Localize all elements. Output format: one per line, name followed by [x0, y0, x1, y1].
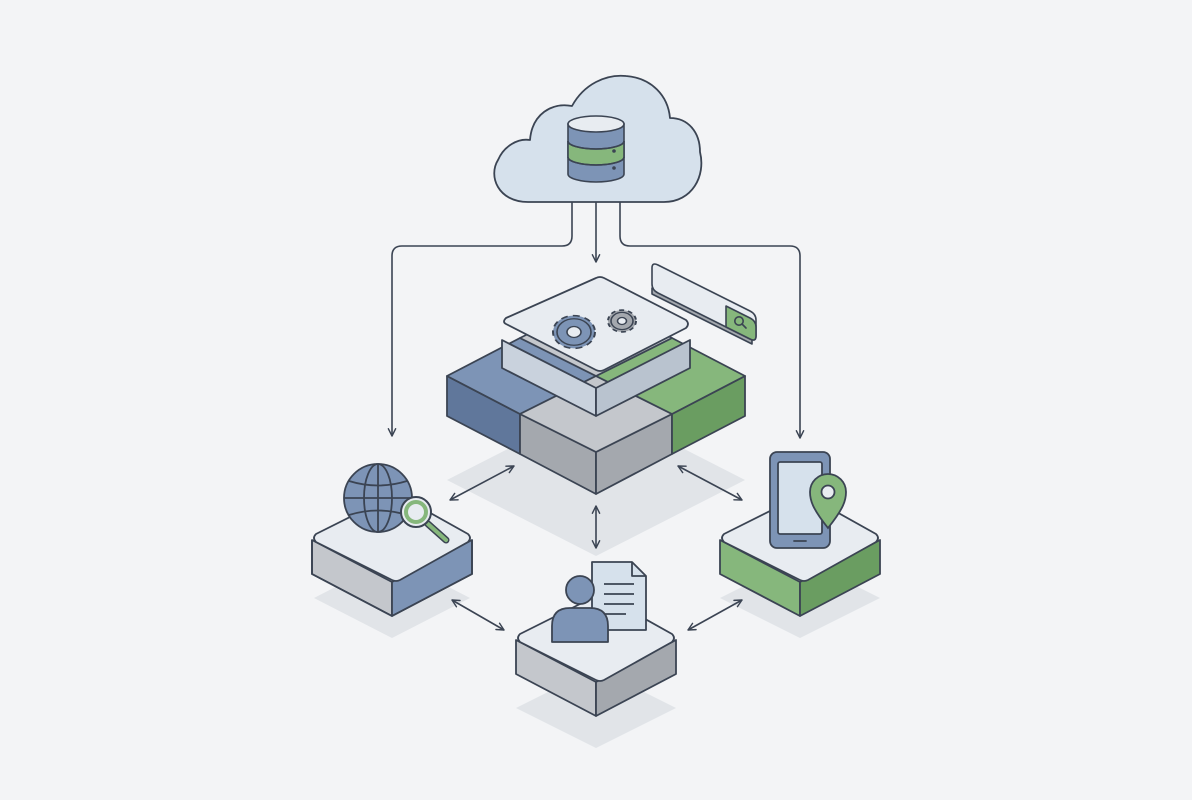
globe-search-icon — [343, 463, 450, 544]
cloud-node — [493, 74, 703, 203]
location-pin-icon — [809, 473, 847, 530]
panel-right-face — [595, 339, 691, 417]
gears-icon — [552, 309, 637, 350]
connectors — [387, 192, 805, 631]
search-icon — [733, 315, 747, 329]
edge-mobile-user-documents — [687, 599, 743, 631]
phone-location-icon — [769, 451, 847, 549]
edge-cloud-to-mobile — [619, 192, 805, 439]
magnifier-icon — [400, 496, 450, 544]
panel-top — [503, 276, 689, 372]
edge-core-mobile — [677, 465, 743, 501]
small-gear-icon — [607, 309, 637, 333]
document-icon — [591, 561, 647, 631]
user-icon — [551, 575, 609, 643]
edge-web-search-user-documents — [451, 599, 505, 631]
search-bar-node — [651, 263, 757, 345]
edge-core-web-search — [449, 465, 515, 501]
user-document-icon — [551, 561, 647, 643]
database-icon — [567, 115, 625, 183]
large-gear-icon — [552, 314, 596, 350]
search-button — [725, 305, 757, 341]
edge-cloud-to-web-search — [387, 192, 573, 437]
